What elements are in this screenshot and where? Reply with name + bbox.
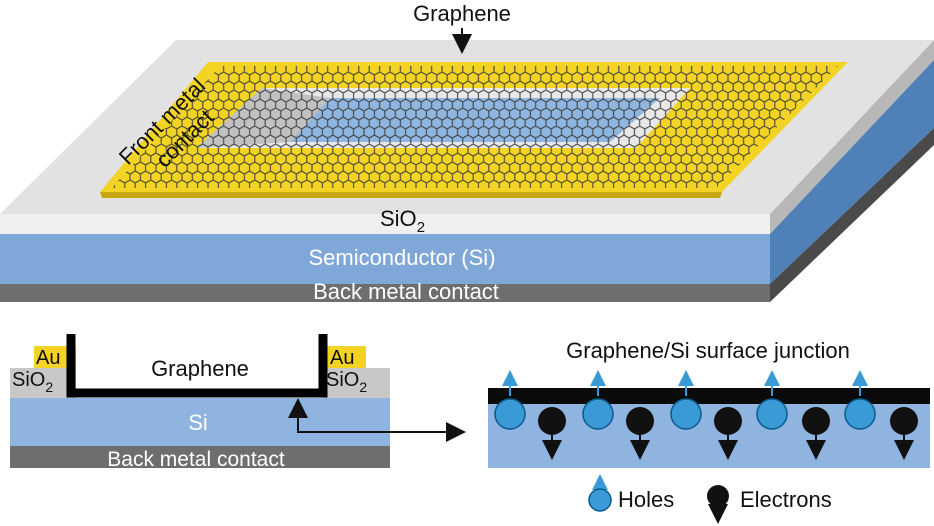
electron-icon — [626, 407, 654, 435]
cs-sio2-left-label: SiO2 — [12, 369, 53, 395]
semiconductor-label: Semiconductor (Si) — [308, 245, 495, 270]
cs-graphene-label: Graphene — [151, 356, 249, 381]
device-3d-view: Graphene Front metal contact SiO2 Semico… — [0, 1, 934, 304]
cs-si-layer — [10, 398, 390, 446]
electron-icon — [890, 407, 918, 435]
cs-au-left — [34, 346, 76, 368]
cs-au-left-label: Au — [36, 347, 60, 369]
cs-au-right — [322, 346, 366, 368]
cs-au-right-label: Au — [330, 347, 354, 369]
back-metal-layer — [0, 284, 770, 302]
cs-back-metal-label: Back metal contact — [107, 448, 285, 471]
junction-title: Graphene/Si surface junction — [566, 338, 850, 363]
hole-icon — [670, 398, 702, 430]
legend-electron-icon — [707, 485, 729, 507]
legend-hole-icon — [588, 488, 612, 512]
cs-graphene-line — [66, 334, 328, 398]
hole-icon — [756, 398, 788, 430]
hole-icon — [582, 398, 614, 430]
cs-sio2-right-label: SiO2 — [326, 369, 367, 395]
cs-sio2-right — [322, 368, 390, 398]
sio2-side-face — [770, 40, 934, 234]
cs-back-metal — [10, 446, 390, 468]
legend-holes-label: Holes — [618, 487, 674, 512]
semiconductor-layer — [0, 234, 770, 284]
cs-sio2-left — [10, 368, 76, 398]
legend: Holes Electrons — [588, 474, 832, 524]
back-metal-top-label: Back metal contact — [313, 279, 499, 304]
hole-icon — [494, 398, 526, 430]
metal-side-face — [770, 128, 934, 302]
electron-icon — [538, 407, 566, 435]
sio2-layer — [0, 214, 770, 234]
silicon-side-face — [770, 60, 934, 284]
carriers — [494, 370, 918, 460]
cross-section-view: Au Au SiO2 SiO2 Graphene Si Back metal c… — [10, 334, 466, 471]
legend-electrons-label: Electrons — [740, 487, 832, 512]
graphene-top-label: Graphene — [413, 1, 511, 26]
sio2-top-label: SiO2 — [380, 206, 425, 236]
junction-view: Graphene/Si surface junction — [488, 338, 930, 468]
electron-icon — [802, 407, 830, 435]
cs-si-label: Si — [188, 410, 208, 435]
gold-front-edge — [100, 192, 722, 198]
electron-icon — [714, 407, 742, 435]
graphene-sheet — [112, 66, 838, 188]
hole-icon — [844, 398, 876, 430]
